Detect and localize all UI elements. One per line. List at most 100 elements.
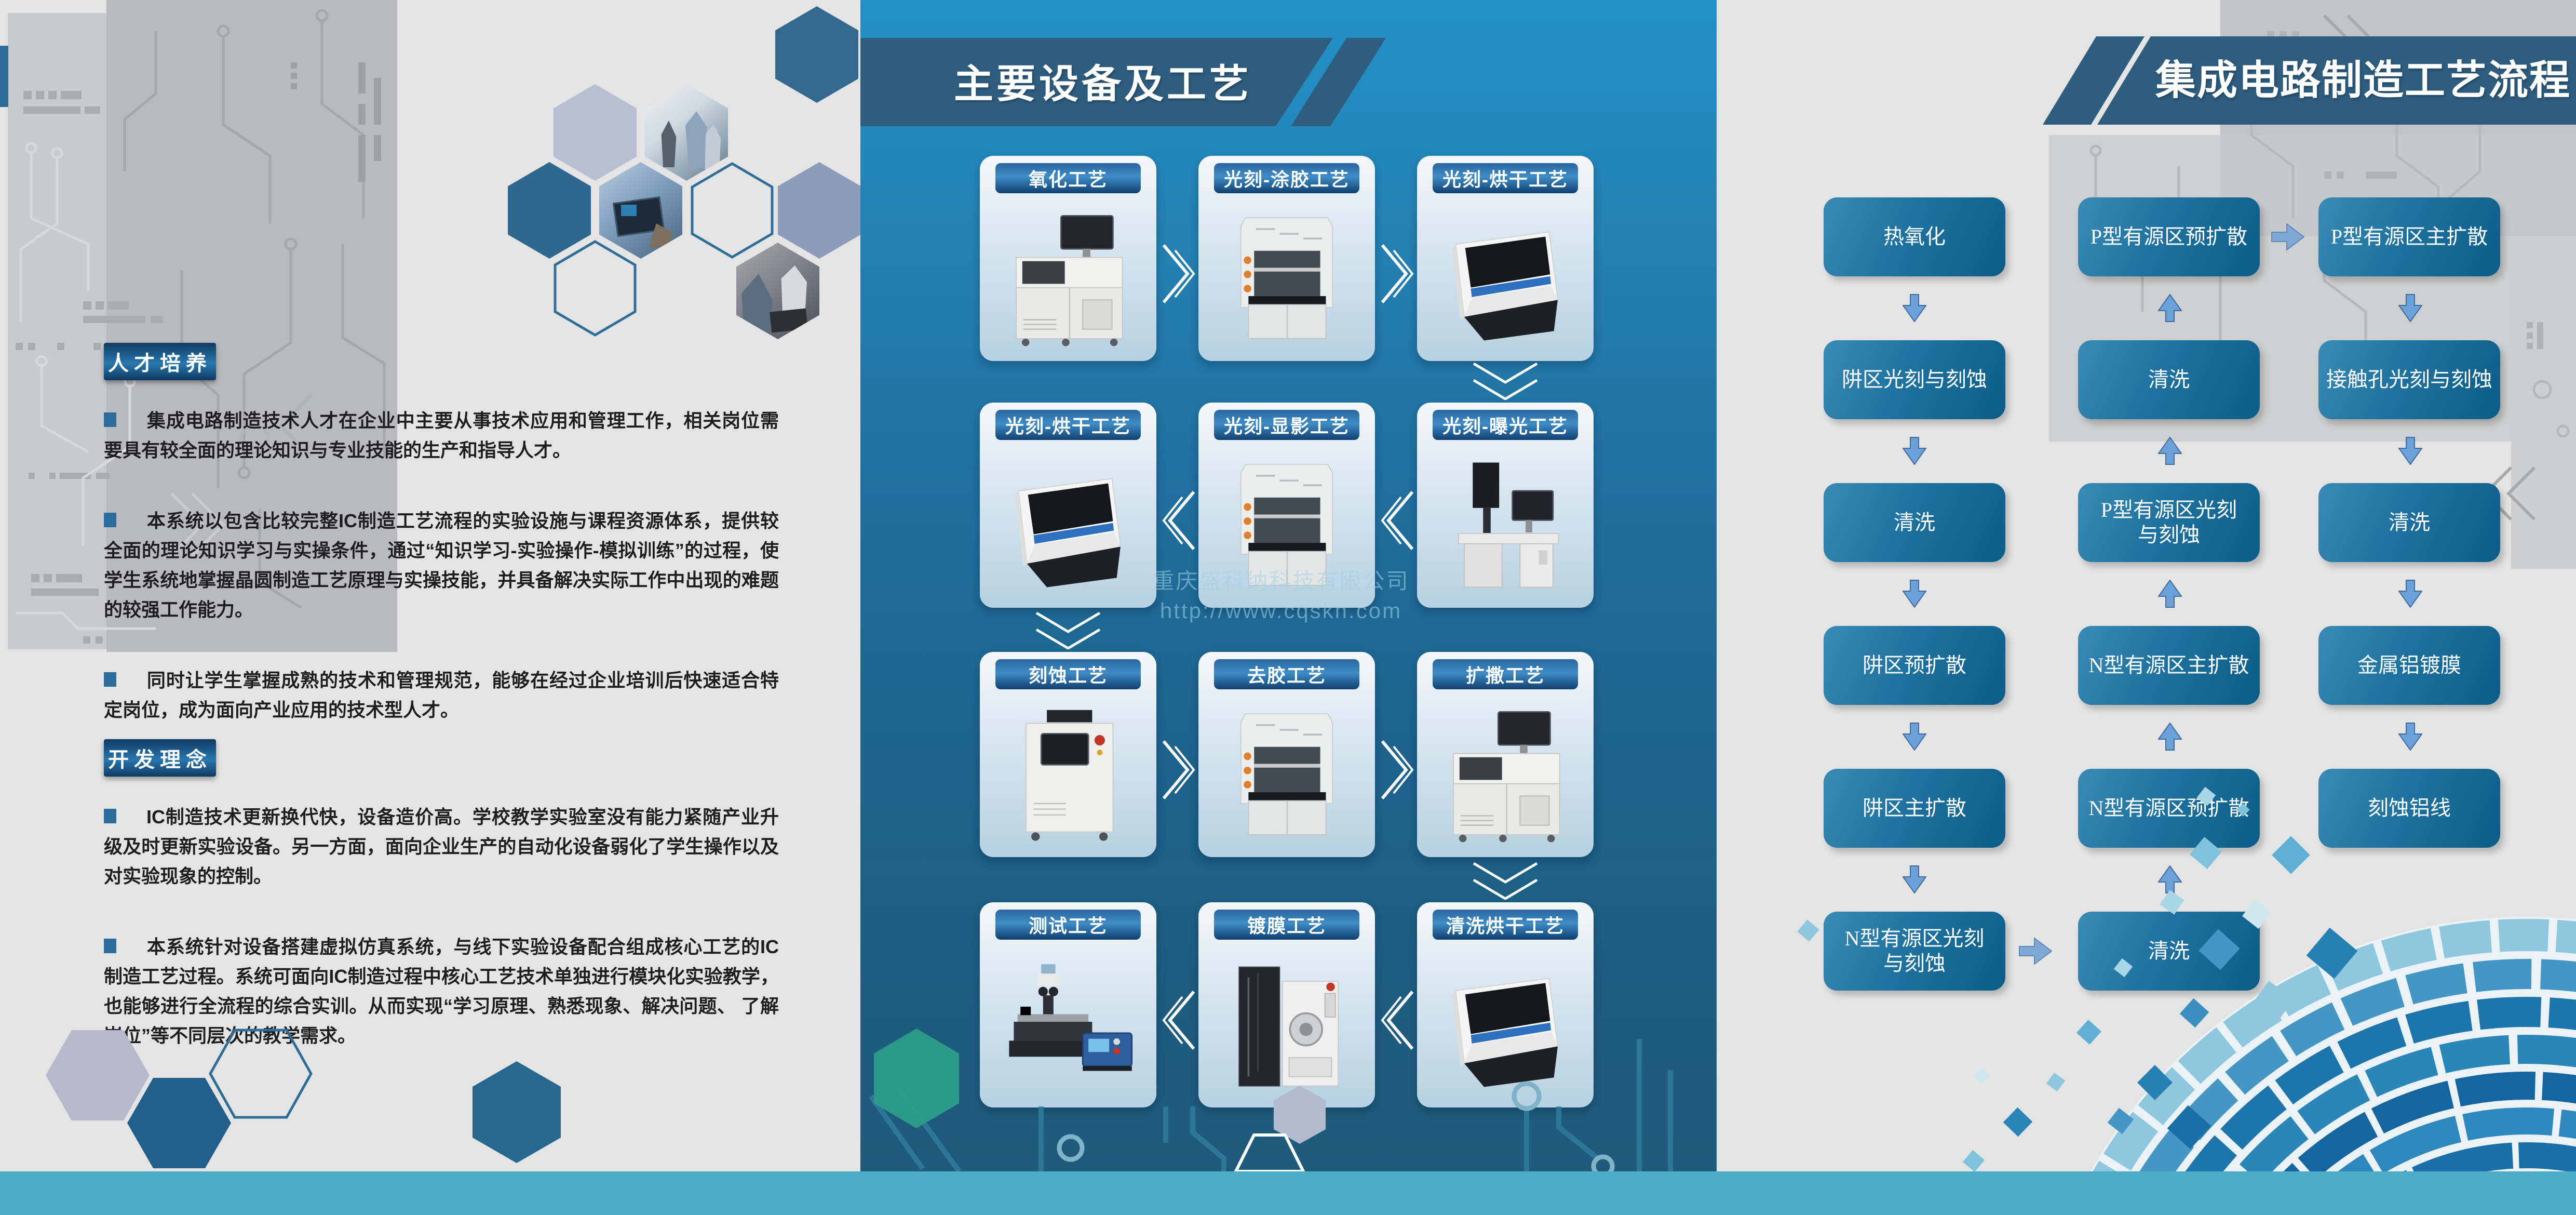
- process-card-strip: 去胶工艺: [1198, 652, 1375, 857]
- flow-step-p-prediffusion: P型有源区预扩散: [2078, 197, 2260, 276]
- flow-step-well-maindiffusion: 阱区主扩散: [1824, 769, 2005, 848]
- arrow-down-icon: [2398, 294, 2422, 322]
- arrow-down-icon: [2398, 580, 2422, 608]
- arrow-down-icon: [2398, 437, 2422, 465]
- arrow-down-icon: [1903, 865, 1926, 893]
- arrow-up-icon: [2158, 723, 2182, 751]
- circuit-decor-mid: [868, 1029, 1673, 1178]
- flow-step-etch-aluminum: 刻蚀铝线: [2318, 769, 2500, 848]
- chevron-right-icon: [1381, 740, 1414, 799]
- process-card-oxidation: 氧化工艺: [980, 156, 1156, 361]
- bullet-icon: [104, 939, 116, 953]
- flow-step-contact-litho-etch: 接触孔光刻与刻蚀: [2318, 340, 2500, 419]
- equipment-photo-etch: [990, 698, 1146, 851]
- flow-title: 集成电路制造工艺流程: [2155, 57, 2571, 103]
- chevron-down-icon: [1035, 612, 1101, 649]
- section-title-talent: 人才培养: [104, 343, 216, 380]
- chevron-left-icon: [1162, 991, 1195, 1050]
- process-card-develop: 光刻-显影工艺: [1198, 403, 1375, 608]
- flow-step-n-litho-etch: N型有源区光刻 与刻蚀: [1824, 912, 2005, 991]
- process-card-cleandry: 清洗烘干工艺: [1417, 902, 1594, 1107]
- card-label: 光刻-显影工艺: [1214, 410, 1359, 440]
- flow-step-well-litho-etch: 阱区光刻与刻蚀: [1824, 340, 2005, 419]
- flow-step-well-prediffusion: 阱区预扩散: [1824, 626, 2005, 705]
- chevron-right-icon: [1381, 244, 1414, 303]
- equipment-photo-bake: [1427, 202, 1583, 355]
- flow-step-aluminum-film: 金属铝镀膜: [2318, 626, 2500, 705]
- process-card-film: 镀膜工艺: [1198, 902, 1375, 1107]
- card-label: 测试工艺: [995, 910, 1141, 940]
- hexagon-lavender: [554, 84, 637, 181]
- chevron-right-icon: [1162, 740, 1195, 799]
- arrow-down-icon: [1903, 437, 1926, 465]
- watermark-url: http://www.cqskn.com: [1159, 598, 1402, 623]
- flow-step-p-maindiffusion: P型有源区主扩散: [2318, 197, 2500, 276]
- arrow-down-icon: [1903, 580, 1926, 608]
- chevron-left-icon: [1381, 991, 1414, 1050]
- hexagon-bluegray: [778, 162, 861, 259]
- talent-paragraph-1: 集成电路制造技术人才在企业中主要从事技术应用和管理工作，相关岗位需要具有较全面的…: [104, 410, 779, 461]
- arrow-up-icon: [2158, 580, 2182, 608]
- talent-paragraph-2: 本系统以包含比较完整IC制造工艺流程的实验设施与课程资源体系，提供较全面的理论知…: [104, 510, 779, 620]
- swoosh-graphic: [1797, 786, 2576, 1215]
- equipment-banner: [860, 38, 1386, 126]
- hexagon-bottom-teal: [127, 1078, 231, 1168]
- panel-talent: 人才培养 集成电路制造技术人才在企业中主要从事技术应用和管理工作，相关岗位需要具…: [0, 0, 861, 1215]
- process-card-diffusion: 扩撒工艺: [1417, 652, 1594, 857]
- card-label: 去胶工艺: [1214, 659, 1359, 689]
- arrow-right-icon: [2019, 938, 2052, 965]
- talent-paragraph-3: 同时让学生掌握成熟的技术和管理规范，能够在经过企业培训后快速适合特定岗位，成为面…: [104, 670, 779, 720]
- process-card-coating: 光刻-涂胶工艺: [1198, 156, 1375, 361]
- left-edge-accent: [0, 46, 8, 107]
- flow-step-n-maindiffusion: N型有源区主扩散: [2078, 626, 2260, 705]
- flow-step-clean-4: 清洗: [2318, 483, 2500, 562]
- bullet-icon: [104, 672, 116, 687]
- flow-banner: [2043, 36, 2576, 125]
- philosophy-paragraph-1: IC制造技术更新换代快，设备造价高。学校教学实验室没有能力紧随产业升级及时更新实…: [104, 806, 779, 887]
- card-label: 光刻-烘干工艺: [995, 410, 1141, 440]
- card-label: 清洗烘干工艺: [1433, 910, 1578, 940]
- bullet-icon: [104, 412, 116, 427]
- process-card-expose: 光刻-曝光工艺: [1417, 403, 1594, 608]
- arrow-down-icon: [2398, 723, 2422, 751]
- hexagon-outline-2: [554, 240, 637, 337]
- arrow-up-icon: [2158, 865, 2182, 893]
- arrow-right-icon: [2271, 223, 2304, 250]
- arrow-down-icon: [1903, 294, 1926, 322]
- hexagon-outline-1: [691, 162, 774, 259]
- equipment-title: 主要设备及工艺: [954, 62, 1252, 106]
- bullet-icon: [104, 513, 116, 527]
- section-title-philosophy: 开发理念: [104, 739, 216, 777]
- circuit-pattern-left: [8, 0, 397, 652]
- panel-flowchart: 集成电路制造工艺流程 热氧化 阱区光刻与刻蚀 清洗 阱区预扩散 阱区主扩散 N型…: [1717, 0, 2576, 1215]
- philosophy-paragraph-2: 本系统针对设备搭建虚拟仿真系统，与线下实验设备配合组成核心工艺的IC制造工艺过程…: [104, 936, 779, 1046]
- chevron-down-icon: [1473, 363, 1538, 400]
- bottom-band: [0, 1171, 2576, 1215]
- process-card-test: 测试工艺: [980, 902, 1156, 1107]
- card-label: 刻蚀工艺: [995, 659, 1141, 689]
- bullet-icon: [104, 809, 116, 823]
- equipment-photo-diffusion: [1427, 698, 1583, 851]
- chevron-down-icon: [1473, 862, 1538, 900]
- card-label: 扩撒工艺: [1433, 659, 1578, 689]
- card-label: 光刻-涂胶工艺: [1214, 163, 1359, 193]
- equipment-photo-oxidation: [990, 202, 1146, 355]
- process-card-bake1: 光刻-烘干工艺: [1417, 156, 1594, 361]
- card-label: 光刻-曝光工艺: [1433, 410, 1578, 440]
- arrow-up-icon: [2158, 294, 2182, 322]
- card-label: 镀膜工艺: [1214, 910, 1359, 940]
- process-card-bake2: 光刻-烘干工艺: [980, 403, 1156, 608]
- chevron-left-icon: [1381, 491, 1414, 550]
- hexagon-bottom-dark: [473, 1061, 561, 1163]
- flow-step-p-litho-etch: P型有源区光刻 与刻蚀: [2078, 483, 2260, 562]
- equipment-photo-strip: [1209, 698, 1365, 851]
- flow-step-thermal-oxidation: 热氧化: [1824, 197, 2005, 276]
- arrow-up-icon: [2158, 437, 2182, 465]
- card-label: 氧化工艺: [995, 163, 1141, 193]
- flow-step-clean-1: 清洗: [1824, 483, 2005, 562]
- hexagon-bottom-outline: [209, 1029, 313, 1119]
- panel-equipment: 主要设备及工艺 氧化工艺 光刻-涂胶工艺 光刻-烘干工艺 光刻-烘干工艺 光刻-…: [860, 0, 1717, 1215]
- flow-step-clean-2: 清洗: [2078, 340, 2260, 419]
- process-card-etch: 刻蚀工艺: [980, 652, 1156, 857]
